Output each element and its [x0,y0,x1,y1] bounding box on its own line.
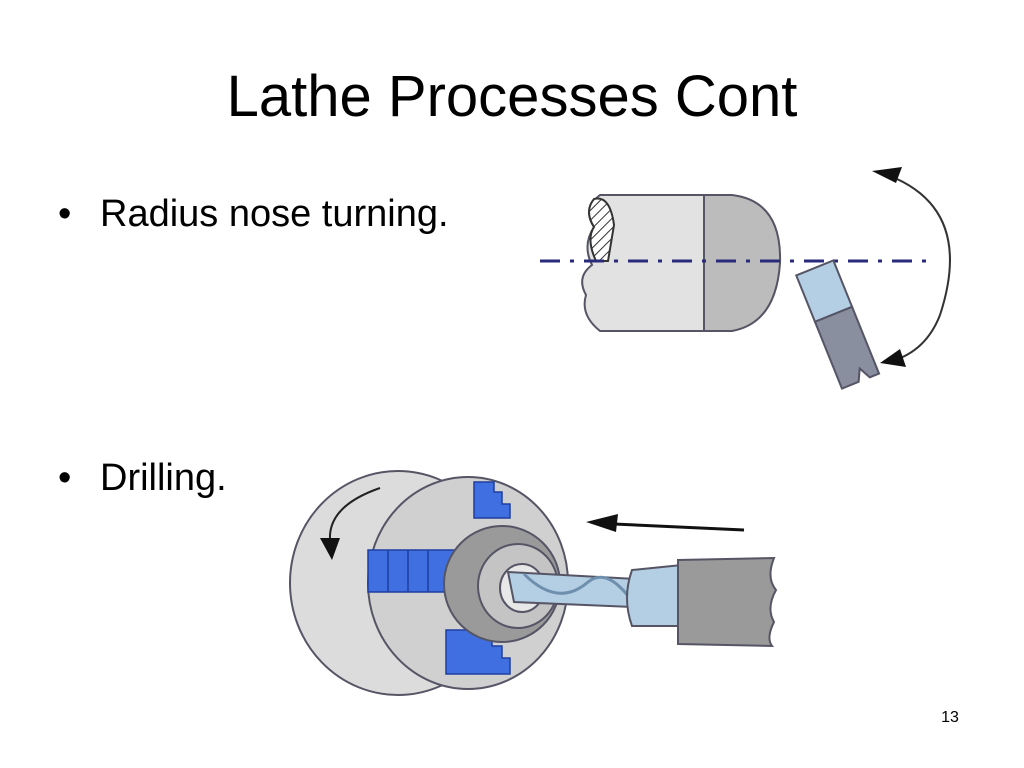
slide-title: Lathe Processes Cont [226,64,798,129]
bullet-marker: • [58,457,72,499]
rotation-arrowhead-top [872,167,902,183]
chuck-rotation-arrowhead [320,538,340,560]
feed-arrow-line [613,522,745,532]
cutting-tool [794,259,881,390]
bullet-marker: • [58,193,72,235]
bullet-radius-nose-turning: • Radius nose turning. [58,192,449,236]
feed-arrowhead [586,514,618,532]
rotation-arrow [881,172,951,362]
rotation-arrowhead-bottom [880,349,906,367]
page-number: 13 [941,709,959,726]
tailstock-body [677,556,778,648]
workpiece-radius-end [703,194,782,332]
bullet-text: Radius nose turning. [100,193,449,235]
workpiece-section-hatch [588,197,616,262]
bullet-drilling: • Drilling. [58,456,227,500]
radius-nose-turning-illustration [540,167,951,390]
chuck-jaw-left [367,549,459,593]
chuck-rotation-arrow [328,487,381,541]
chuck-jaw-top [473,481,511,519]
bullet-text: Drilling. [100,457,227,499]
drilling-illustration [289,470,778,696]
drill-flute [522,572,636,605]
